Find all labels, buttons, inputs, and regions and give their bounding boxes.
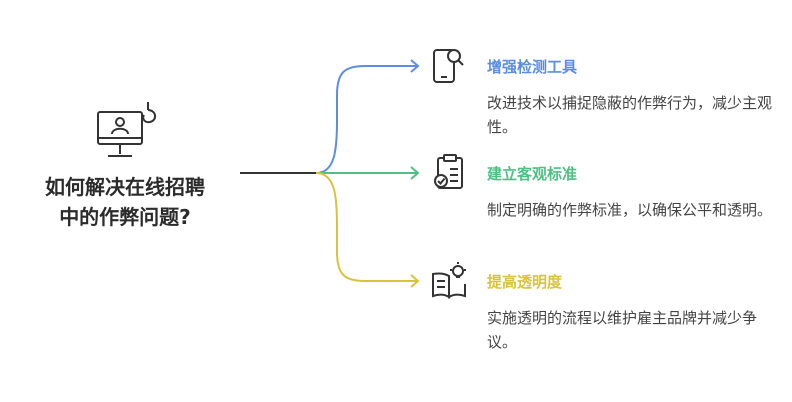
central-question: 如何解决在线招聘 中的作弊问题? (16, 172, 234, 232)
question-line-2: 中的作弊问题? (59, 205, 191, 229)
branch-2-description: 制定明确的作弊标准，以确保公平和透明。 (487, 201, 773, 219)
book-lightbulb-icon (432, 262, 466, 299)
clipboard-check-icon (434, 154, 463, 189)
branch-1-title: 增强检测工具 (487, 58, 578, 76)
branch-2-title: 建立客观标准 (487, 165, 578, 183)
branch-arrow-1 (410, 59, 420, 73)
branch-line-3 (315, 172, 418, 282)
branch-3-title: 提高透明度 (487, 273, 563, 291)
monitor-hook-icon (97, 102, 156, 157)
branch-arrow-2 (410, 166, 420, 180)
question-line-1: 如何解决在线招聘 (45, 175, 205, 199)
phone-search-icon (433, 49, 464, 83)
branch-line-1 (315, 65, 418, 174)
branch-1-description: 改进技术以捕捉隐蔽的作弊行为，减少主观性。 (487, 94, 773, 136)
branch-3-description: 实施透明的流程以维护雇主品牌并减少争议。 (487, 309, 758, 351)
branch-arrow-3 (410, 274, 420, 288)
